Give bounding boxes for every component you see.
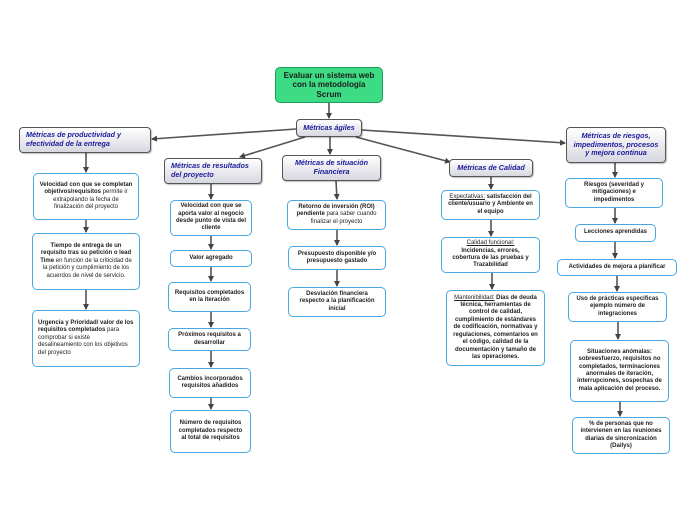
leaf-mantenibilidad[interactable]: Mantenibilidad: Días de deuda técnica, h… [446, 290, 545, 366]
leaf-calidad-funcional[interactable]: Calidad funcional: Incidencias, errores,… [441, 237, 540, 273]
leaf-lecciones[interactable]: Lecciones aprendidas [575, 224, 656, 242]
leaf-desviacion-financiera[interactable]: Desviación financiera respecto a la plan… [288, 287, 386, 317]
category-riesgos[interactable]: Métricas de riesgos, impedimentos, proce… [566, 127, 666, 163]
leaf-text: Velocidad con que se completan objetivos… [39, 182, 133, 212]
edge-hub-resultados-arrow [239, 136, 306, 159]
category-productividad[interactable]: Métricas de productividad y efectividad … [19, 127, 151, 153]
leaf-velocidad-objetivos[interactable]: Velocidad con que se completan objetivos… [33, 173, 139, 220]
hub-node-metricas-agiles[interactable]: Métricas ágiles [296, 119, 362, 137]
category-label: Métricas de productividad y efectividad … [26, 130, 122, 148]
leaf-bold: Requisitos completados en la iteración [174, 289, 245, 303]
leaf-bold: Situaciones anómalas: sobreesfuerzo, req… [577, 348, 662, 392]
leaf-cambios-incorporados[interactable]: Cambios incorporados requisitos añadidos [169, 368, 251, 398]
category-resultados[interactable]: Métricas de resultados del proyecto [164, 158, 262, 184]
leaf-urgencia-prioridad[interactable]: Urgencia y Prioridad/ valor de los requi… [32, 310, 140, 367]
leaf-personas-dailys[interactable]: % de personas que no intervienen en las … [572, 417, 670, 454]
leaf-bold: % de personas que no intervienen en las … [580, 420, 662, 449]
leaf-bold: Presupuesto disponible y/o presupuesto g… [297, 250, 377, 264]
leaf-normal: permite ir extrapolando la fecha de fina… [53, 189, 128, 210]
leaf-bold: Días de deuda técnica, herramientas de c… [453, 294, 538, 360]
leaf-riesgos[interactable]: Riesgos (severidad y mitigaciones) e imp… [565, 178, 663, 208]
leaf-expectativas[interactable]: Expectativas: satisfacción del cliente/u… [441, 190, 540, 220]
leaf-numero-requisitos[interactable]: Número de requisitos completados respect… [170, 410, 251, 453]
leaf-bold: Uso de prácticas específicas ejemplo núm… [576, 295, 659, 317]
category-label: Métricas de situación Financiera [294, 158, 369, 176]
edge-fin-0-arrow [333, 180, 340, 200]
leaf-text: Mantenibilidad: Días de deuda técnica, h… [452, 295, 539, 362]
category-calidad[interactable]: Métricas de Calidad [449, 159, 533, 177]
leaf-bold: Número de requisitos completados respect… [178, 420, 243, 442]
leaf-situaciones-anomalas[interactable]: Situaciones anómalas: sobreesfuerzo, req… [570, 340, 669, 402]
leaf-bold: Próximos requisitos a desarrollar [178, 332, 241, 346]
leaf-bold: Cambios incorporados requisitos añadidos [177, 375, 243, 389]
leaf-underline: Calidad funcional: [466, 240, 515, 247]
leaf-velocidad-valor[interactable]: Velocidad con que se aporta valor al neg… [170, 200, 252, 236]
leaf-text: Tiempo de entrega de un requisito tras s… [38, 243, 134, 280]
leaf-underline: Mantenibilidad: [454, 294, 495, 301]
leaf-presupuesto[interactable]: Presupuesto disponible y/o presupuesto g… [288, 246, 386, 270]
leaf-text: Retorno de inversión (ROI) pendiente par… [293, 204, 380, 226]
category-label: Métricas de resultados del proyecto [171, 161, 249, 179]
leaf-bold: Tiempo de entrega de un requisito tras s… [40, 242, 132, 264]
leaf-valor-agregado[interactable]: Valor agregado [170, 250, 252, 267]
leaf-proximos-requisitos[interactable]: Próximos requisitos a desarrollar [168, 328, 251, 351]
category-label: Métricas de Calidad [457, 162, 525, 172]
leaf-bold: Valor agregado [189, 254, 233, 261]
leaf-lead-time[interactable]: Tiempo de entrega de un requisito tras s… [32, 233, 140, 290]
leaf-actividades-mejora[interactable]: Actividades de mejora a planificar [557, 259, 677, 276]
hub-label: Métricas ágiles [303, 122, 355, 132]
leaf-bold: Incidencias, errores, cobertura de las p… [452, 247, 529, 269]
leaf-text: Expectativas: satisfacción del cliente/u… [447, 194, 534, 216]
leaf-bold: Urgencia y Prioridad/ valor de los requi… [38, 319, 134, 334]
leaf-bold: Lecciones aprendidas [583, 229, 648, 236]
edge-hub-riesgos-arrow [361, 129, 566, 146]
leaf-normal: para saber cuando finalizar el proyecto [310, 211, 377, 225]
root-label: Evaluar un sistema web con la metodologí… [283, 70, 375, 99]
leaf-normal: en función de la criticidad de la petici… [42, 257, 132, 279]
leaf-bold: Velocidad con que se completan objetivos… [39, 181, 133, 196]
leaf-underline: Expectativas: [449, 193, 485, 200]
leaf-text: Calidad funcional: Incidencias, errores,… [447, 240, 534, 270]
leaf-text: Urgencia y Prioridad/ valor de los requi… [38, 320, 134, 357]
leaf-bold: Retorno de inversión (ROI) pendiente [296, 203, 375, 218]
leaf-bold: Velocidad con que se aporta valor al neg… [176, 203, 247, 232]
leaf-bold: Riesgos (severidad y mitigaciones) e imp… [583, 181, 645, 203]
edge-hub-productividad-arrow [151, 128, 297, 142]
leaf-requisitos-completados[interactable]: Requisitos completados en la iteración [168, 282, 251, 312]
edge-hub-calidad-arrow [355, 136, 451, 164]
leaf-roi[interactable]: Retorno de inversión (ROI) pendiente par… [287, 200, 386, 230]
category-financiera[interactable]: Métricas de situación Financiera [282, 155, 381, 181]
category-label: Métricas de riesgos, impedimentos, proce… [573, 131, 659, 158]
root-node[interactable]: Evaluar un sistema web con la metodologí… [275, 67, 383, 103]
leaf-bold: satisfacción del cliente/usuario y Ambie… [448, 193, 533, 215]
leaf-bold: Actividades de mejora a planificar [568, 263, 666, 270]
leaf-practicas-especificas[interactable]: Uso de prácticas específicas ejemplo núm… [568, 292, 667, 322]
leaf-normal: para comprobar si existe desalineamiento… [38, 327, 128, 356]
leaf-bold: Desviación financiera respecto a la plan… [299, 290, 375, 312]
